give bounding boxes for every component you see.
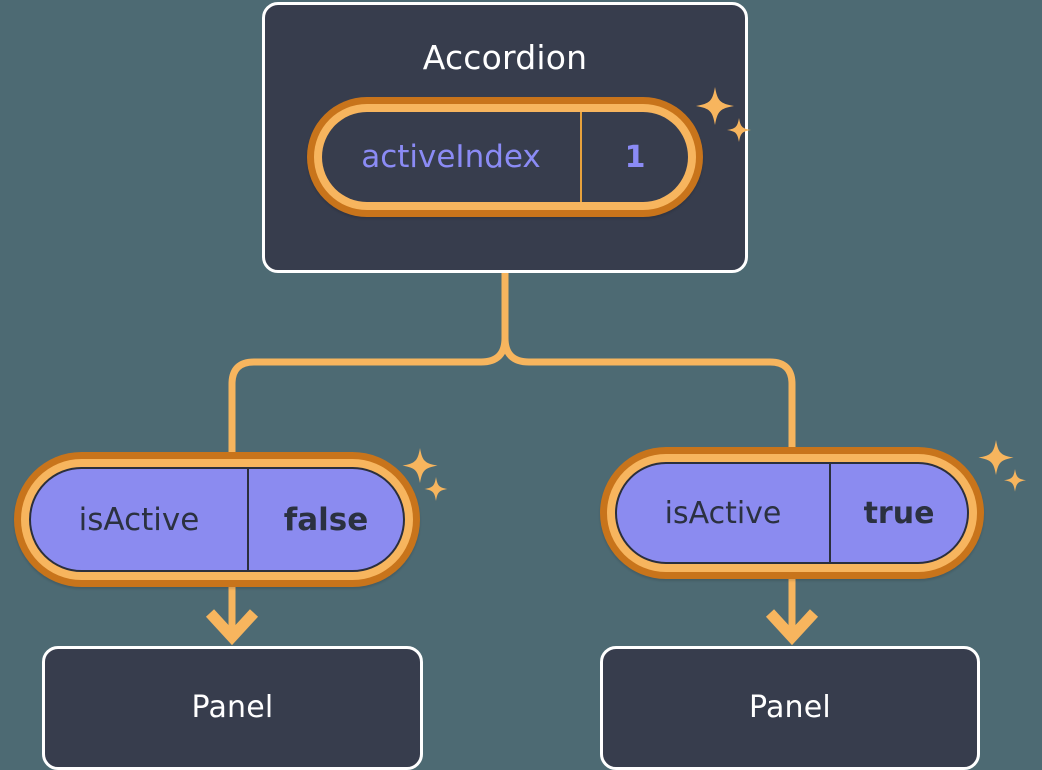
arrow-head-left-icon bbox=[205, 609, 259, 646]
sparkle-large-icon bbox=[402, 448, 438, 483]
state-pill-key: activeIndex bbox=[361, 139, 541, 175]
connector-branch-right bbox=[501, 337, 796, 451]
state-pill-ring: isActive true bbox=[607, 454, 977, 572]
component-title-accordion: Accordion bbox=[422, 38, 588, 77]
state-pill-is-active-left[interactable]: isActive false bbox=[14, 452, 420, 587]
state-pill-value: false bbox=[247, 469, 403, 570]
state-pill-body: isActive false bbox=[29, 467, 405, 572]
state-pill-key: isActive bbox=[78, 501, 200, 538]
component-title-panel-left: Panel bbox=[191, 690, 274, 725]
state-pill-key: isActive bbox=[664, 495, 782, 531]
state-pill-ring: isActive false bbox=[21, 459, 413, 580]
connector-branch-left bbox=[228, 337, 509, 455]
state-pill-ring: activeIndex 1 bbox=[314, 104, 696, 210]
component-node-panel-left[interactable]: Panel bbox=[42, 646, 423, 770]
state-pill-value: true bbox=[829, 464, 967, 562]
sparkle-small-icon bbox=[424, 477, 448, 501]
state-pill-is-active-right[interactable]: isActive true bbox=[600, 447, 984, 579]
component-title-panel-right: Panel bbox=[749, 690, 831, 725]
state-pill-value: 1 bbox=[580, 112, 688, 202]
arrow-head-right-icon bbox=[765, 609, 819, 646]
sparkle-small-icon bbox=[1004, 469, 1026, 492]
state-pill-active-index[interactable]: activeIndex 1 bbox=[307, 97, 703, 217]
state-pill-body: activeIndex 1 bbox=[322, 112, 688, 202]
sparkle-large-icon bbox=[978, 440, 1014, 475]
state-pill-body: isActive true bbox=[615, 462, 969, 564]
component-node-panel-right[interactable]: Panel bbox=[600, 646, 980, 770]
